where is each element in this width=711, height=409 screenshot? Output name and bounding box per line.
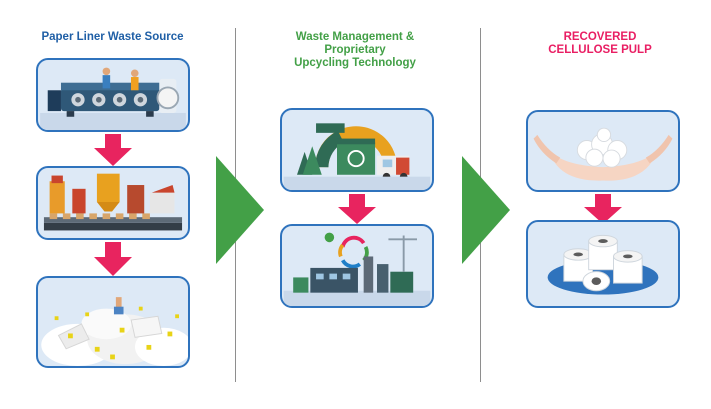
card-liner-waste bbox=[36, 276, 190, 368]
toilet-paper-rolls-icon bbox=[547, 234, 659, 295]
recycling-plant-icon bbox=[283, 232, 431, 306]
waste-collection-icon bbox=[283, 123, 431, 190]
down-arrow-icon bbox=[584, 194, 622, 224]
technology-title-line-3: Upcycling Technology bbox=[294, 57, 416, 69]
technology-column-title: Waste Management & Proprietary Upcycling… bbox=[262, 31, 448, 70]
paper-machine-icon bbox=[40, 67, 186, 130]
technology-title-line-2: Proprietary bbox=[324, 44, 386, 56]
liner-waste-pile-icon bbox=[41, 297, 188, 366]
pulp-column-title: RECOVERED CELLULOSE PULP bbox=[520, 31, 680, 57]
stage-arrow-icon bbox=[462, 156, 510, 264]
pulp-title-line-2: CELLULOSE PULP bbox=[548, 44, 652, 56]
source-column-title: Paper Liner Waste Source bbox=[20, 31, 205, 44]
technology-title-line-1: Waste Management & bbox=[295, 31, 415, 43]
pulp-in-hands-icon bbox=[533, 127, 673, 181]
down-arrow-icon bbox=[94, 134, 132, 166]
card-pulp-in-hands bbox=[526, 110, 680, 192]
card-toilet-paper bbox=[526, 220, 680, 308]
card-recycling-plant bbox=[280, 224, 434, 308]
labeling-line-icon bbox=[43, 173, 183, 231]
down-arrow-icon bbox=[338, 194, 376, 224]
stage-arrow-icon bbox=[216, 156, 264, 264]
card-waste-collection bbox=[280, 108, 434, 192]
card-labeling-line bbox=[36, 166, 190, 240]
pulp-title-line-1: RECOVERED bbox=[563, 31, 637, 43]
down-arrow-icon bbox=[94, 242, 132, 276]
card-paper-machine bbox=[36, 58, 190, 132]
source-title-line: Paper Liner Waste Source bbox=[41, 31, 184, 43]
